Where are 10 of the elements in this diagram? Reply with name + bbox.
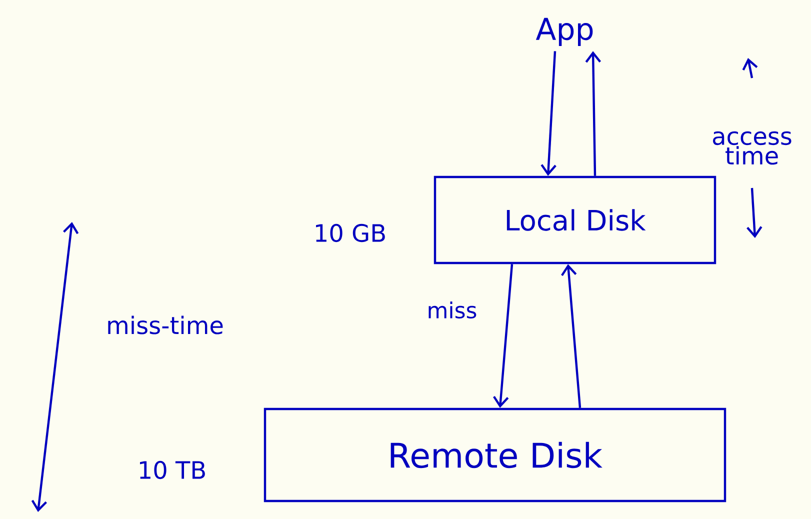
arrow: [493, 264, 514, 408]
arrow: [540, 51, 556, 176]
arrow: [585, 51, 602, 176]
app-label: App: [536, 18, 593, 46]
arrow: [561, 264, 582, 408]
capacity-label: 10 TB: [140, 460, 205, 480]
capacity-label: 10 GB: [316, 224, 385, 242]
annotation-label: miss-time: [108, 316, 223, 334]
annotation-label: access time: [713, 131, 792, 165]
edge-label: miss: [426, 300, 478, 320]
